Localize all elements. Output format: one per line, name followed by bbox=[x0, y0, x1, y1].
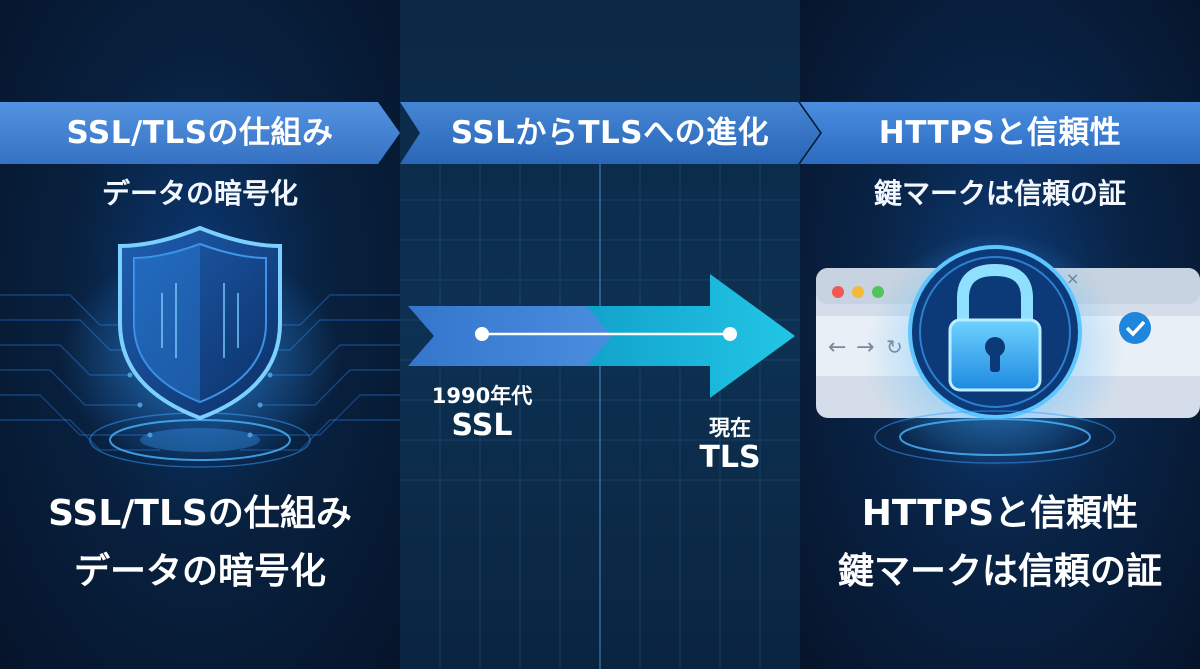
shield-icon bbox=[60, 225, 340, 468]
banner-section-evolution: SSLからTLSへの進化 bbox=[450, 115, 770, 151]
left-subtitle-large: データの暗号化 bbox=[73, 551, 326, 592]
banner-section-https: HTTPSと信頼性 bbox=[878, 115, 1122, 151]
timeline-end-label: 現在 bbox=[709, 416, 751, 440]
right-title-large: HTTPSと信頼性 bbox=[861, 493, 1139, 534]
verified-check-icon bbox=[1119, 312, 1151, 344]
section-banner bbox=[0, 102, 1200, 164]
timeline-end-protocol: TLS bbox=[699, 440, 761, 475]
timeline-start-year: 1990年代 bbox=[431, 384, 533, 408]
left-subtitle: データの暗号化 bbox=[101, 177, 298, 210]
left-title-large: SSL/TLSの仕組み bbox=[48, 493, 352, 534]
timeline-start-protocol: SSL bbox=[451, 408, 513, 443]
right-subtitle-large: 鍵マークは信頼の証 bbox=[837, 551, 1162, 592]
browser-padlock-illustration: × ← → ↻ bbox=[816, 232, 1200, 472]
padlock-icon bbox=[948, 263, 1042, 392]
svg-text:←: ← bbox=[828, 335, 846, 360]
arrow-right-icon bbox=[408, 274, 795, 398]
banner-section-ssl-tls: SSL/TLSの仕組み bbox=[66, 115, 334, 151]
right-subtitle: 鍵マークは信頼の証 bbox=[873, 177, 1126, 210]
